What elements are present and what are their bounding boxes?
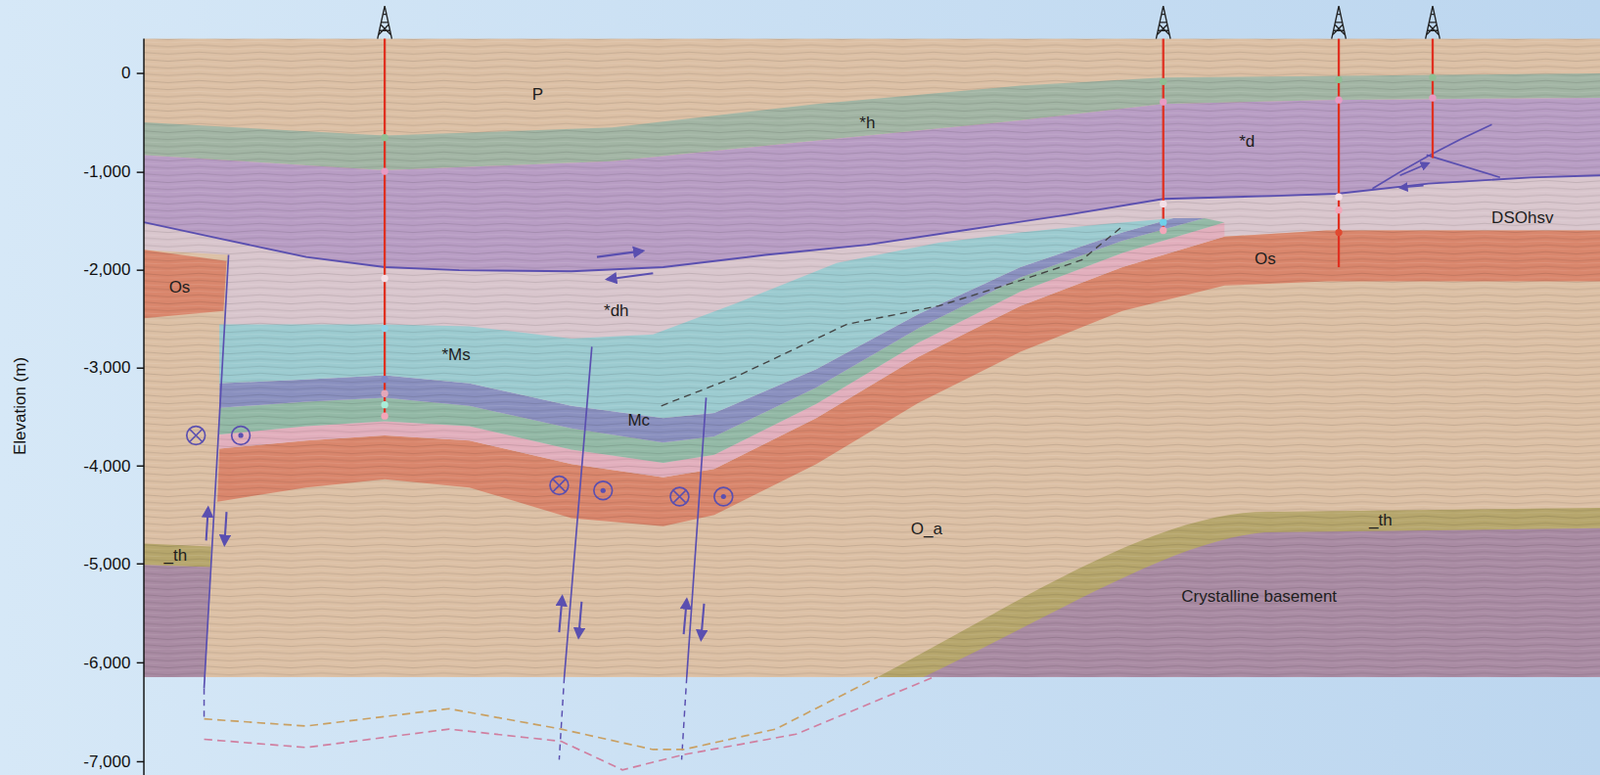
splay-fault <box>1426 154 1501 178</box>
thrust-fault <box>143 175 1600 272</box>
slip-arrow <box>206 507 209 541</box>
tick-label: -7,000 <box>83 753 131 773</box>
slip-arrow <box>224 511 227 545</box>
slip-arrow <box>700 603 704 640</box>
well-paths <box>384 39 1433 419</box>
fault <box>204 255 229 689</box>
strike-slip-symbols <box>186 426 733 506</box>
tick-label: -6,000 <box>83 653 131 673</box>
y-axis <box>137 39 144 775</box>
slip-arrow <box>596 250 643 257</box>
tick-label: -5,000 <box>83 554 131 574</box>
unit-label: Crystalline basement <box>1181 588 1337 607</box>
unit-label: *h <box>859 114 875 134</box>
axis-title: Elevation (m) <box>11 357 31 456</box>
fault-dashed <box>203 687 205 719</box>
tick-label: -3,000 <box>83 359 131 378</box>
slip-arrow <box>606 273 653 279</box>
unit-label: *dh <box>603 302 630 321</box>
fault <box>564 346 593 678</box>
unit-label: P <box>532 86 544 105</box>
tick-label: 0 <box>121 64 131 84</box>
dashed-horizon <box>661 226 1123 406</box>
fault <box>686 397 707 678</box>
slip-arrow <box>1400 163 1429 177</box>
tick-label: -1,000 <box>83 163 131 183</box>
fault-dashed <box>682 677 687 760</box>
unit-label: _th <box>1369 510 1393 530</box>
unit-label: *Ms <box>441 346 470 366</box>
base-fill <box>143 39 1600 678</box>
slip-arrow <box>1400 185 1424 188</box>
seismic-texture <box>143 39 1600 678</box>
unit-label: *d <box>1238 133 1255 152</box>
projected-horizon <box>204 677 935 771</box>
fault-dashed <box>558 677 564 760</box>
unit-label: _th <box>164 547 188 566</box>
unit-label: O_a <box>911 520 943 540</box>
strike-slip-dots <box>237 432 726 500</box>
derricks <box>377 5 1440 39</box>
unit-label: Mc <box>627 411 650 430</box>
tick-label: -2,000 <box>83 261 131 280</box>
unit-label: Os <box>1254 250 1277 270</box>
slip-arrow <box>684 599 687 635</box>
well-tops <box>380 74 1436 420</box>
tick-label: -4,000 <box>83 457 131 476</box>
unit-label: Os <box>169 278 191 298</box>
unit-label: DSOhsv <box>1491 209 1554 229</box>
slip-arrow <box>578 601 582 638</box>
slip-arrow <box>558 596 562 633</box>
